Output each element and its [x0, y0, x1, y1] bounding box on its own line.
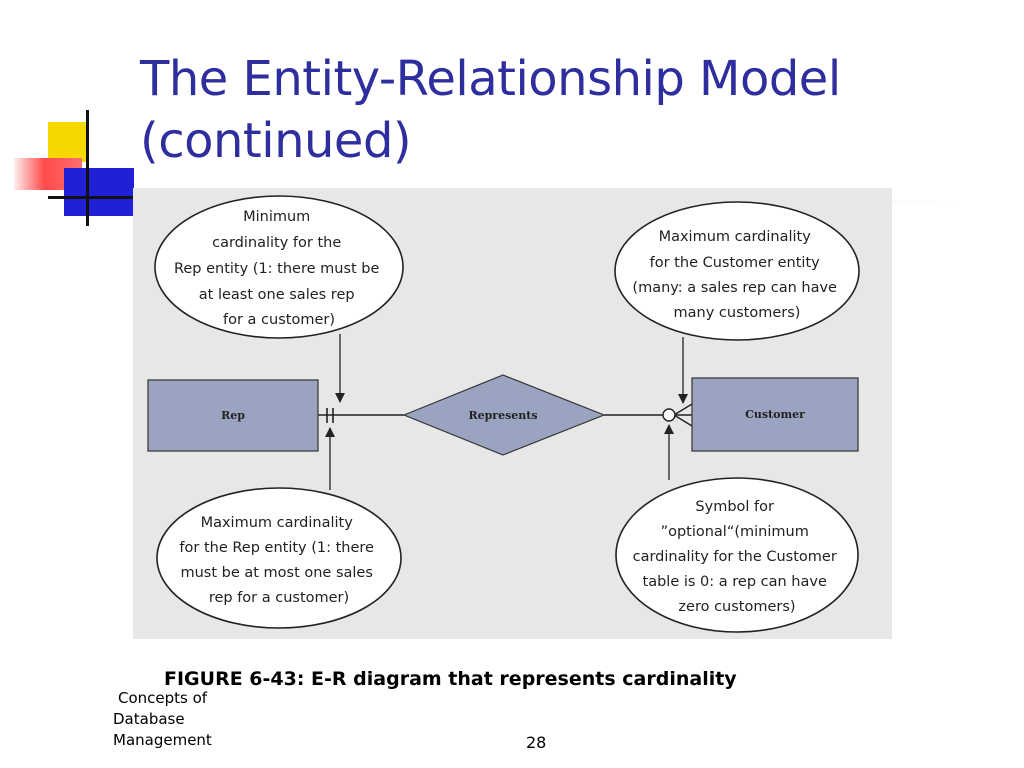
mandatory-one-symbol	[326, 408, 334, 423]
relationship-label: Represents	[468, 409, 537, 422]
er-diagram-svg: Minimum cardinality for the Rep entity (…	[147, 195, 860, 633]
slide-title-line-1: The Entity-Relationship Model	[140, 51, 841, 107]
bubble-tl-line-3: Rep entity (1: there must be	[174, 261, 380, 277]
bubble-br-line-3: cardinality for the Customer	[633, 549, 837, 565]
footer-line-1: Concepts of	[118, 689, 208, 707]
logo-vertical-line	[86, 110, 89, 226]
entity-rep: Rep	[147, 379, 319, 452]
crows-foot-upper	[673, 403, 693, 416]
bubble-bl-line-2: for the Rep entity (1: there	[179, 540, 374, 556]
bubble-tl-line-2: cardinality for the	[212, 235, 341, 251]
bubble-tr-line-1: Maximum cardinality	[659, 229, 812, 245]
page-number: 28	[526, 733, 547, 752]
svg-text:Maximum cardinality fo: Maximum cardinality for the Customer ent…	[632, 229, 841, 321]
bubble-br-line-1: Symbol for	[695, 499, 774, 515]
bubble-tl-line-5: for a customer)	[223, 312, 335, 328]
entity-customer: Customer	[691, 377, 859, 452]
annotation-arrows	[325, 334, 688, 490]
bubble-customer-maximum-cardinality: Maximum cardinality for the Customer ent…	[614, 201, 860, 341]
logo-blue-square	[64, 168, 134, 216]
bubble-tr-line-4: many customers)	[674, 305, 801, 321]
bubble-rep-minimum-cardinality: Minimum cardinality for the Rep entity (…	[154, 195, 404, 339]
logo-horizontal-line	[48, 196, 134, 199]
logo-yellow-square	[48, 122, 88, 162]
bubble-br-line-4: table is 0: a rep can have	[643, 574, 827, 590]
relationship-represents: Represents	[402, 374, 606, 456]
bubble-bl-line-1: Maximum cardinality	[201, 515, 354, 531]
svg-text:Minimum cardinality fo: Minimum cardinality for the Rep entity (…	[174, 209, 384, 328]
svg-text:Maximum cardinality fo: Maximum cardinality for the Rep entity (…	[179, 515, 378, 606]
bubble-br-line-5: zero customers)	[678, 599, 795, 615]
bubble-bl-line-4: rep for a customer)	[209, 590, 349, 606]
svg-text:Symbol for ”optional“(: Symbol for ”optional“(minimum cardinalit…	[633, 499, 842, 615]
slide-title-line-2: (continued)	[140, 113, 412, 169]
bubble-bl-line-3: must be at most one sales	[180, 565, 372, 581]
er-diagram-figure: Minimum cardinality for the Rep entity (…	[133, 188, 892, 639]
bubble-br-line-2: ”optional“(minimum	[661, 524, 809, 540]
footer-line-2: Database	[113, 710, 185, 728]
footer-course-title: Concepts of Database Management	[113, 688, 253, 751]
bubble-rep-maximum-cardinality: Maximum cardinality for the Rep entity (…	[156, 487, 402, 629]
relationship-connectors	[318, 403, 693, 427]
slide-logo	[0, 100, 140, 240]
bubble-optional-symbol: Symbol for ”optional“(minimum cardinalit…	[615, 477, 859, 633]
bubble-tl-line-4: at least one sales rep	[199, 287, 355, 303]
bubble-tl-line-1: Minimum	[243, 209, 310, 225]
bubble-tr-line-3: (many: a sales rep can have	[632, 280, 837, 296]
bubble-tr-line-2: for the Customer entity	[650, 255, 821, 271]
figure-caption: FIGURE 6-43: E-R diagram that represents…	[164, 668, 737, 690]
crows-foot-lower	[673, 414, 693, 427]
slide-title: The Entity-Relationship Model (continued…	[140, 48, 841, 172]
optional-circle-symbol	[662, 408, 676, 422]
entity-customer-label: Customer	[745, 408, 805, 421]
entity-rep-label: Rep	[221, 409, 245, 422]
footer-line-3: Management	[113, 731, 212, 749]
